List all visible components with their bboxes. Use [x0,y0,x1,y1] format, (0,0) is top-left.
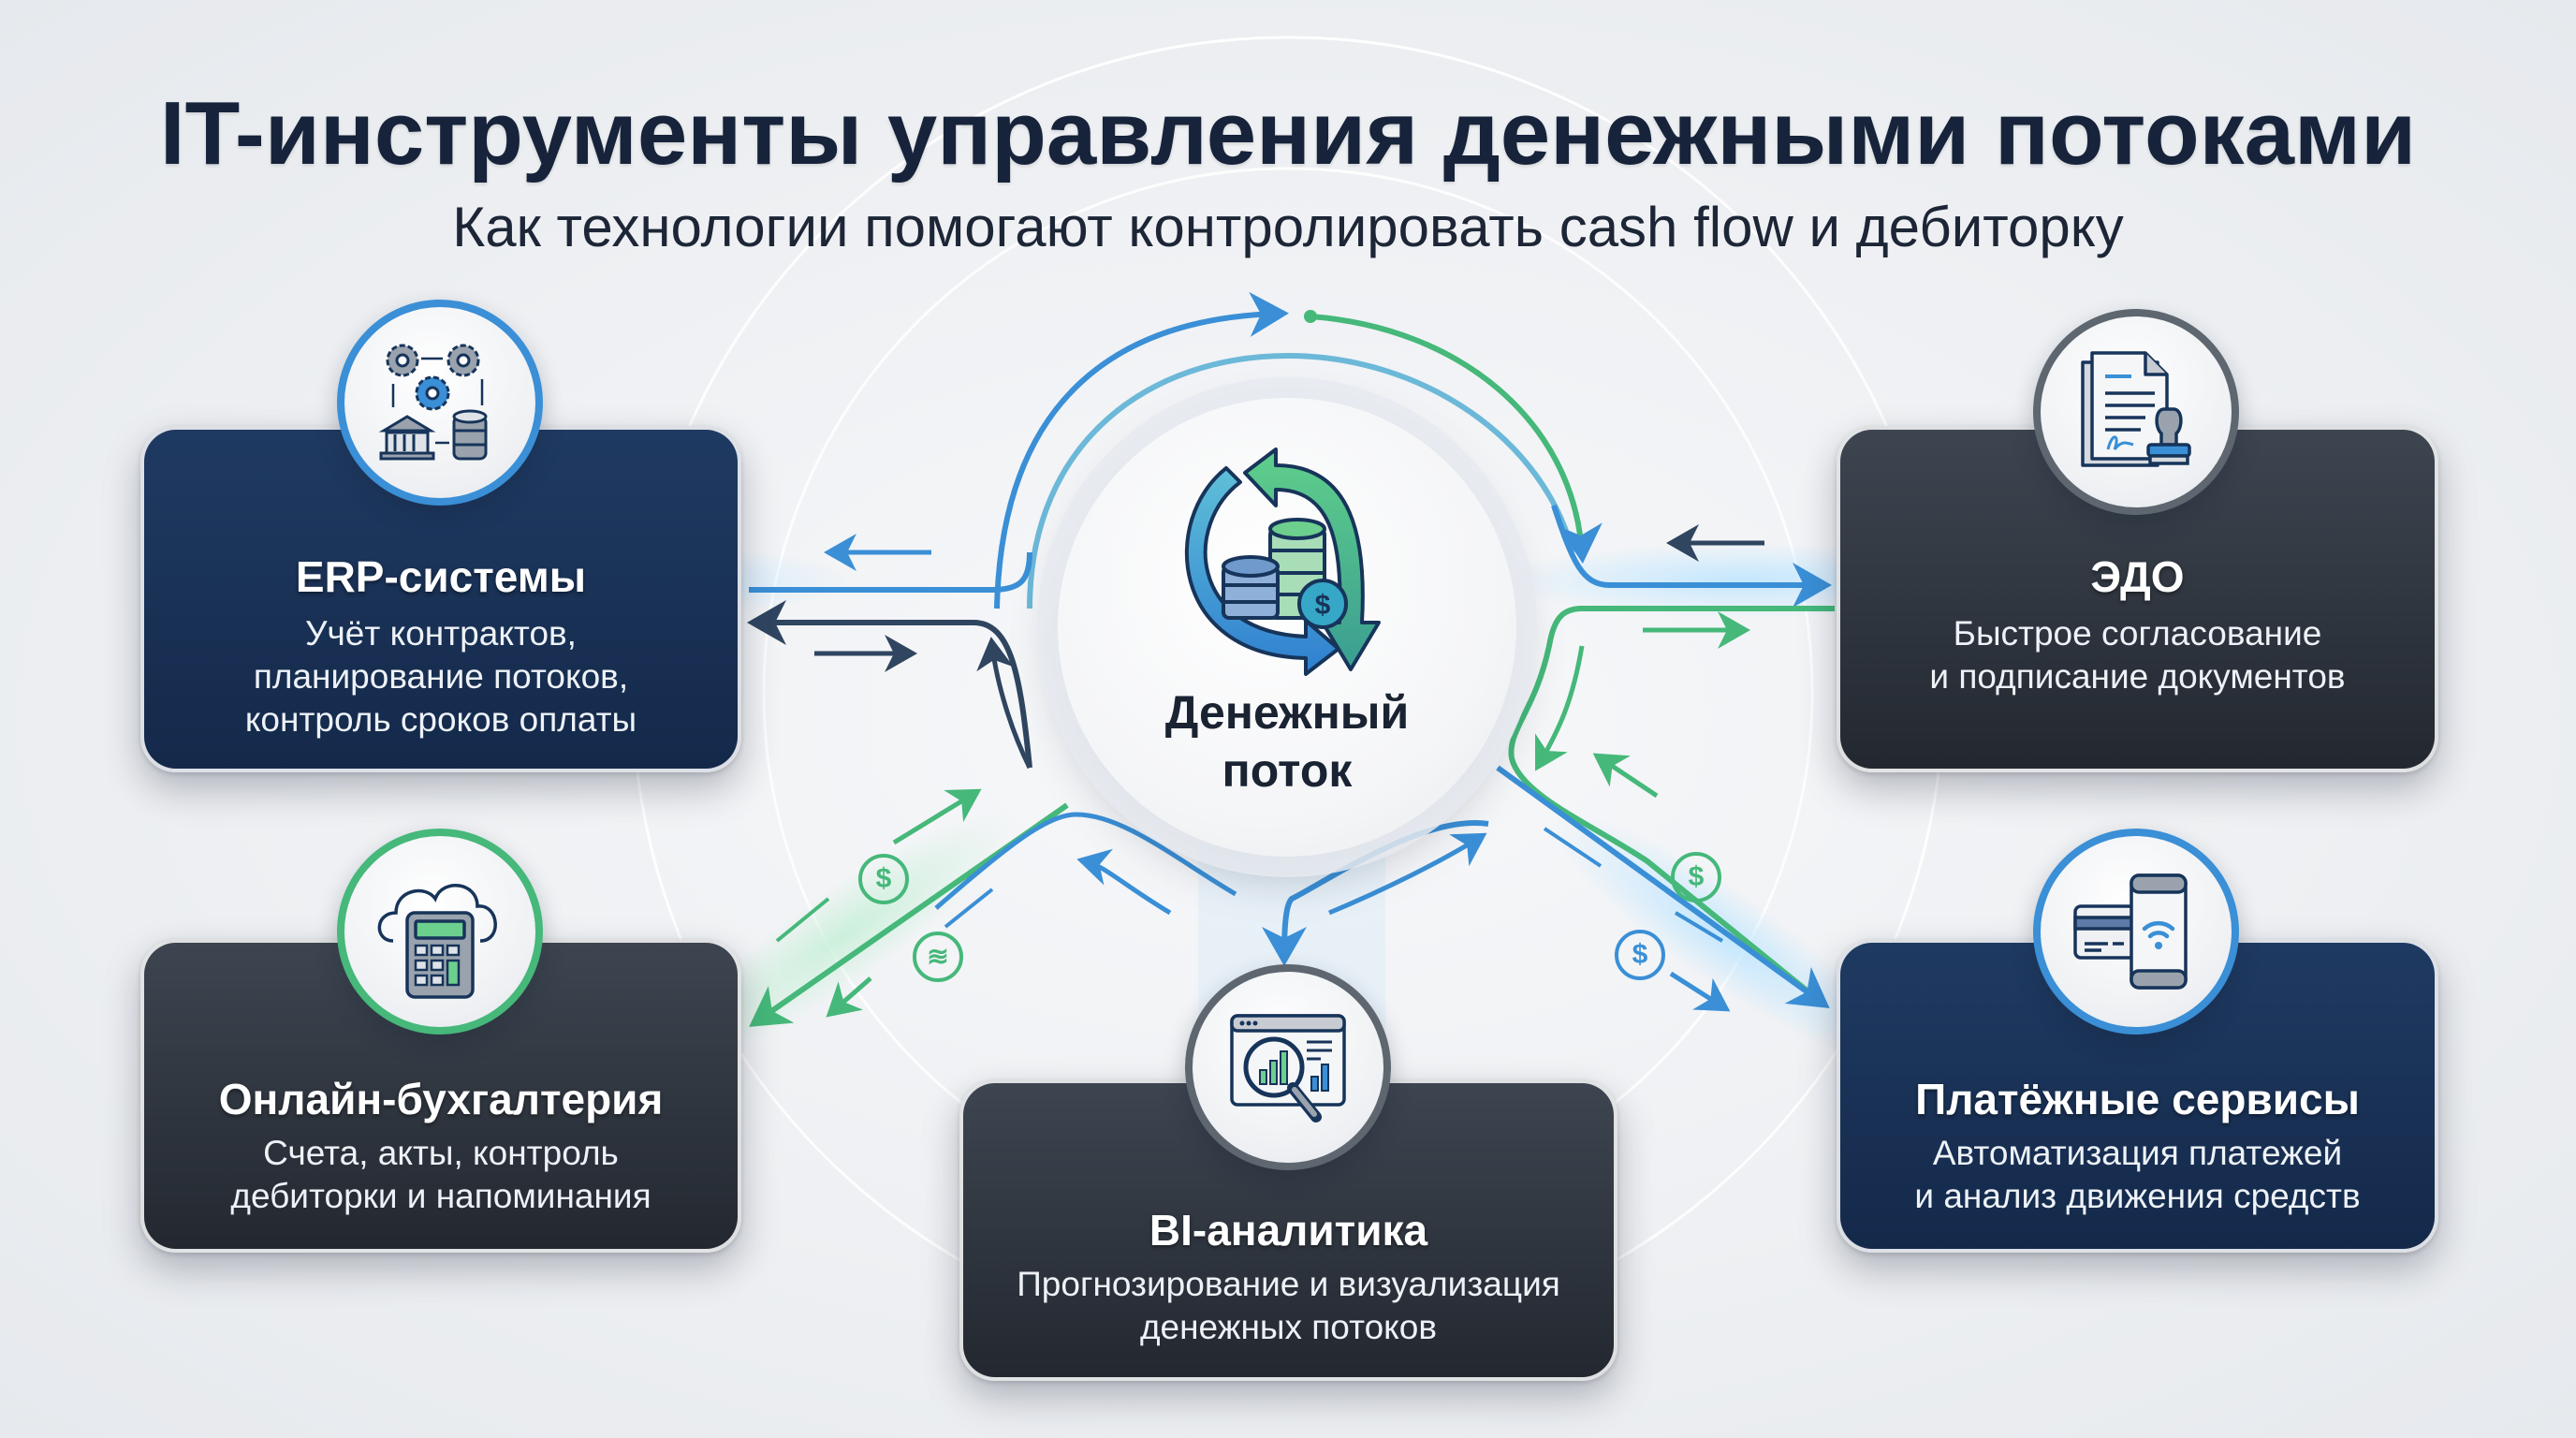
card-payment-services[interactable]: Платёжные сервисы Автоматизация платежей… [1837,939,2438,1253]
card-title: ERP-системы [295,552,587,601]
erp-badge [337,300,543,506]
cash-flow-hub: $ Денежный поток [1058,398,1516,857]
dollar-coin-icon: $ [858,854,909,904]
card-description: Быстрое согласование и подписание докуме… [1929,614,2346,696]
card-phone-contactless-icon [2073,873,2188,990]
page-subtitle: Как технологии помогают контролировать c… [452,196,2124,258]
edo-badge [2033,309,2239,515]
dollar-coin-icon: $ [1671,852,1721,902]
hub-label: Денежный поток [1164,686,1410,797]
cloud-calculator-icon [377,884,497,999]
payment-services-badge [2033,829,2239,1034]
card-title: BI-аналитика [1149,1206,1428,1255]
card-description: Прогнозирование и визуализация денежных … [1017,1265,1560,1346]
erp-gears-bank-database-icon [378,344,488,461]
dollar-coin-icon: $ [1615,930,1665,980]
analytics-magnifier-icon [1230,1014,1346,1123]
card-title: ЭДО [2090,552,2185,601]
online-accounting-badge [337,829,543,1034]
coin-stack-icon: ≋ [913,932,963,982]
page-title: IT-инструменты управления денежными пото… [159,83,2417,183]
svg-text:$: $ [1315,590,1331,621]
card-description: Автоматизация платежей и анализ движения… [1914,1134,2361,1215]
bi-analytics-badge [1185,964,1391,1170]
cash-flow-cycle-icon: $ [1184,448,1381,676]
card-title: Платёжные сервисы [1915,1075,2360,1123]
card-online-accounting[interactable]: Онлайн-бухгалтерия Счета, акты, контроль… [140,939,741,1253]
card-description: Счета, акты, контроль дебиторки и напоми… [230,1134,651,1215]
document-signature-stamp-icon [2081,351,2191,467]
card-description: Учёт контрактов, планирование потоков, к… [244,614,637,739]
card-title: Онлайн-бухгалтерия [218,1075,664,1123]
